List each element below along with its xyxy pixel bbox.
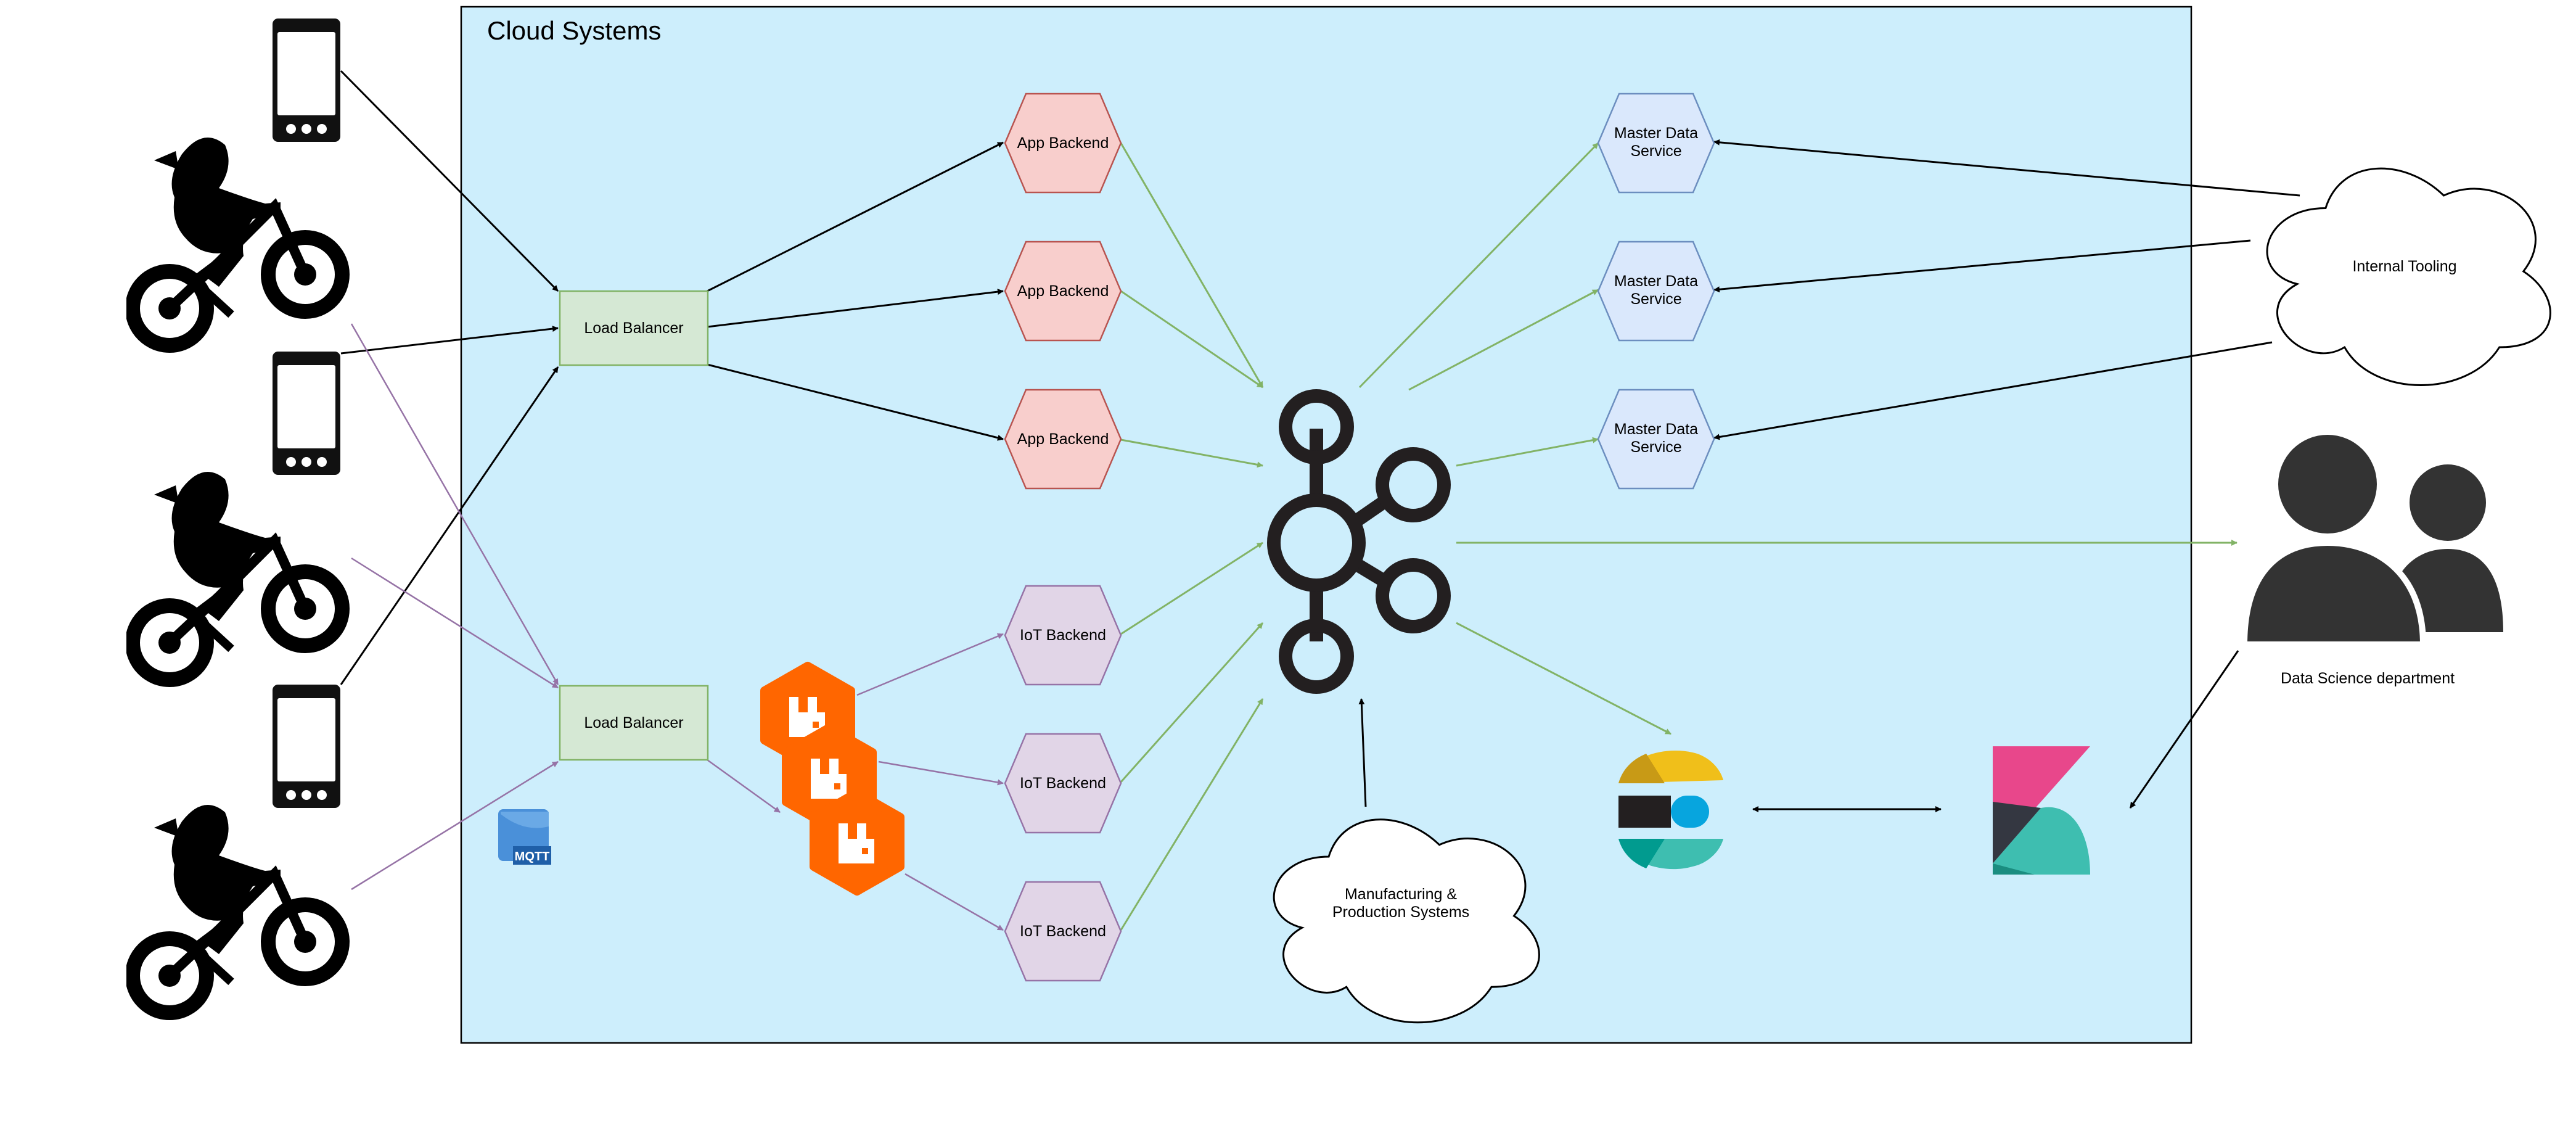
mqtt-icon: MQTT bbox=[498, 809, 551, 865]
master-data-service-3[interactable]: Master Data Service bbox=[1597, 389, 1715, 490]
load-balancer-label: Load Balancer bbox=[584, 714, 683, 731]
app-backend-label: App Backend bbox=[1017, 430, 1109, 448]
iot-backend-label: IoT Backend bbox=[1020, 775, 1106, 792]
internal-tooling-label: Internal Tooling bbox=[2352, 258, 2456, 275]
load-balancer-label: Load Balancer bbox=[584, 319, 683, 337]
elasticsearch-logo[interactable] bbox=[1618, 751, 1723, 870]
manufacturing-systems-cloud[interactable]: Manufacturing & Production Systems bbox=[1273, 818, 1540, 1024]
master-data-label: Master Data bbox=[1614, 421, 1698, 438]
edges-purple bbox=[350, 323, 1004, 931]
master-data-service-1[interactable]: Master Data Service bbox=[1597, 93, 1715, 194]
app-backend-label: App Backend bbox=[1017, 282, 1109, 300]
manufacturing-label: Production Systems bbox=[1332, 904, 1469, 921]
smartphone-icon bbox=[273, 19, 340, 142]
internal-tooling-cloud[interactable]: Internal Tooling bbox=[2266, 167, 2551, 387]
master-data-label: Service bbox=[1630, 439, 1681, 456]
data-science-label: Data Science department bbox=[2281, 670, 2455, 687]
iot-backend-2[interactable]: IoT Backend bbox=[1004, 733, 1122, 834]
master-data-label: Master Data bbox=[1614, 125, 1698, 142]
iot-backend-1[interactable]: IoT Backend bbox=[1004, 585, 1122, 686]
container-title: Cloud Systems bbox=[487, 16, 661, 45]
smartphone-icon bbox=[273, 685, 340, 808]
app-backend-3[interactable]: App Backend bbox=[1004, 389, 1122, 490]
master-data-label: Service bbox=[1630, 290, 1681, 308]
mqtt-label: MQTT bbox=[515, 850, 550, 863]
master-data-label: Service bbox=[1630, 142, 1681, 160]
people-icon bbox=[2241, 435, 2503, 648]
mountain-bike-rider-icon bbox=[133, 138, 342, 345]
app-backend-1[interactable]: App Backend bbox=[1004, 93, 1122, 194]
smartphone-icon bbox=[273, 352, 340, 475]
rabbitmq-logo[interactable] bbox=[760, 662, 904, 896]
load-balancer-2[interactable]: Load Balancer bbox=[559, 685, 709, 761]
edges-green bbox=[1120, 142, 2238, 931]
app-backend-2[interactable]: App Backend bbox=[1004, 241, 1122, 342]
iot-backend-3[interactable]: IoT Backend bbox=[1004, 881, 1122, 982]
master-data-service-2[interactable]: Master Data Service bbox=[1597, 241, 1715, 342]
iot-backend-label: IoT Backend bbox=[1020, 627, 1106, 644]
kibana-logo[interactable] bbox=[1993, 746, 2090, 875]
manufacturing-label: Manufacturing & bbox=[1345, 886, 1457, 903]
edges-black bbox=[340, 70, 2300, 812]
load-balancer-1[interactable]: Load Balancer bbox=[559, 290, 709, 366]
kafka-logo[interactable] bbox=[1267, 389, 1451, 694]
iot-backend-label: IoT Backend bbox=[1020, 923, 1106, 940]
mountain-bike-rider-icon bbox=[133, 805, 342, 1013]
mountain-bike-rider-icon bbox=[133, 472, 342, 680]
master-data-label: Master Data bbox=[1614, 273, 1698, 290]
app-backend-label: App Backend bbox=[1017, 134, 1109, 152]
